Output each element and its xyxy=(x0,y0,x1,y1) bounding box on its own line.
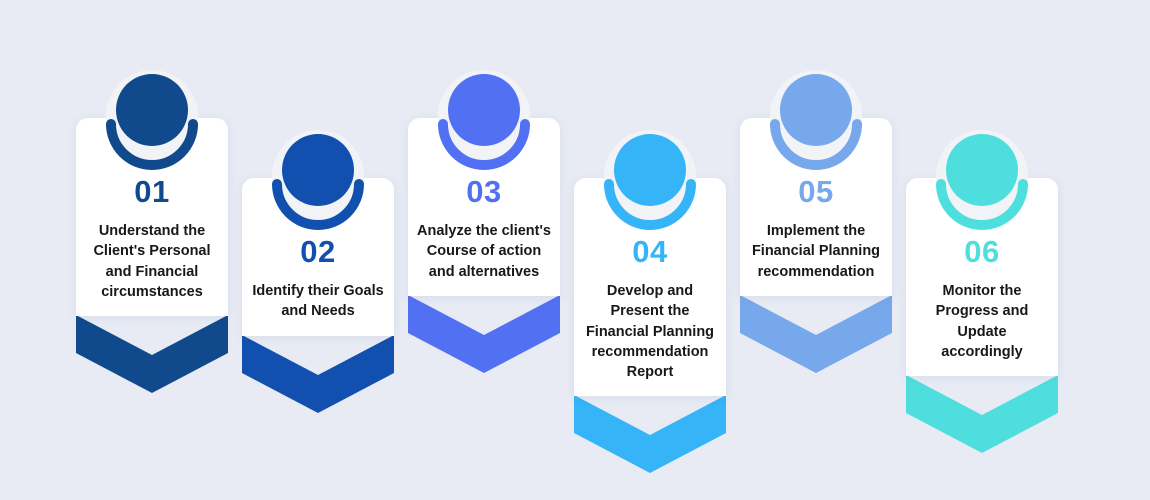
badge-ring-arc-icon xyxy=(106,119,198,170)
badge-ring-arc-icon xyxy=(272,179,364,230)
step-badge-icon xyxy=(434,70,534,170)
step-badge-icon xyxy=(102,70,202,170)
step-label: Monitor the Progress and Update accordin… xyxy=(935,283,1029,360)
step-badge-icon xyxy=(600,130,700,230)
step-chevron-arrow-icon xyxy=(740,294,892,373)
step-label: Implement the Financial Planning recomme… xyxy=(751,223,881,280)
step-label: Analyze the client's Course of action an… xyxy=(417,223,551,280)
step-number: 03 xyxy=(466,174,502,209)
badge-disc xyxy=(946,134,1018,206)
step-label: Understand the Client's Personal and Fin… xyxy=(93,223,211,300)
badge-disc xyxy=(614,134,686,206)
step-chevron-arrow-icon xyxy=(242,334,394,413)
badge-disc xyxy=(282,134,354,206)
badge-ring-arc-icon xyxy=(936,179,1028,230)
badge-ring-arc-icon xyxy=(438,119,530,170)
step-badge-icon xyxy=(932,130,1032,230)
step-chevron-arrow-icon xyxy=(76,315,228,394)
step-number: 04 xyxy=(632,234,668,269)
badge-disc xyxy=(780,74,852,146)
step-label: Identify their Goals and Needs xyxy=(252,283,384,320)
step-number: 06 xyxy=(964,234,1000,269)
step-number: 01 xyxy=(134,174,170,209)
step-number: 02 xyxy=(300,234,336,269)
step-badge-icon xyxy=(766,70,866,170)
step-badge-icon xyxy=(268,130,368,230)
badge-disc xyxy=(448,74,520,146)
badge-ring-arc-icon xyxy=(770,119,862,170)
step-chevron-arrow-icon xyxy=(408,294,560,373)
step-chevron-arrow-icon xyxy=(906,375,1058,454)
step-label: Develop and Present the Financial Planni… xyxy=(585,283,715,381)
step-number: 05 xyxy=(798,174,834,209)
badge-disc xyxy=(116,74,188,146)
step-chevron-arrow-icon xyxy=(574,395,726,474)
badge-ring-arc-icon xyxy=(604,179,696,230)
